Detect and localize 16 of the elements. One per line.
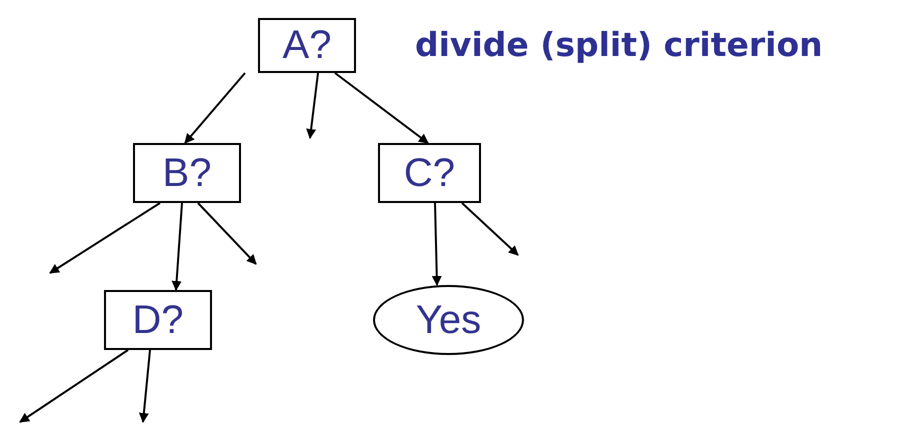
outcome-ellipse: Yes	[373, 285, 524, 355]
arrow	[432, 202, 442, 286]
arrow	[197, 202, 257, 265]
decision-box: C?	[378, 143, 481, 203]
decision-box: B?	[133, 143, 241, 203]
annotation-text: divide (split) criterion	[415, 25, 823, 64]
decision-box: D?	[104, 290, 212, 350]
arrow	[334, 72, 429, 144]
arrow	[138, 350, 151, 423]
arrow	[184, 72, 246, 144]
arrow	[306, 72, 319, 139]
arrow	[461, 202, 519, 256]
arrow	[19, 349, 129, 423]
arrow	[172, 202, 183, 291]
arrow	[49, 202, 161, 274]
decision-box: A?	[258, 18, 356, 73]
